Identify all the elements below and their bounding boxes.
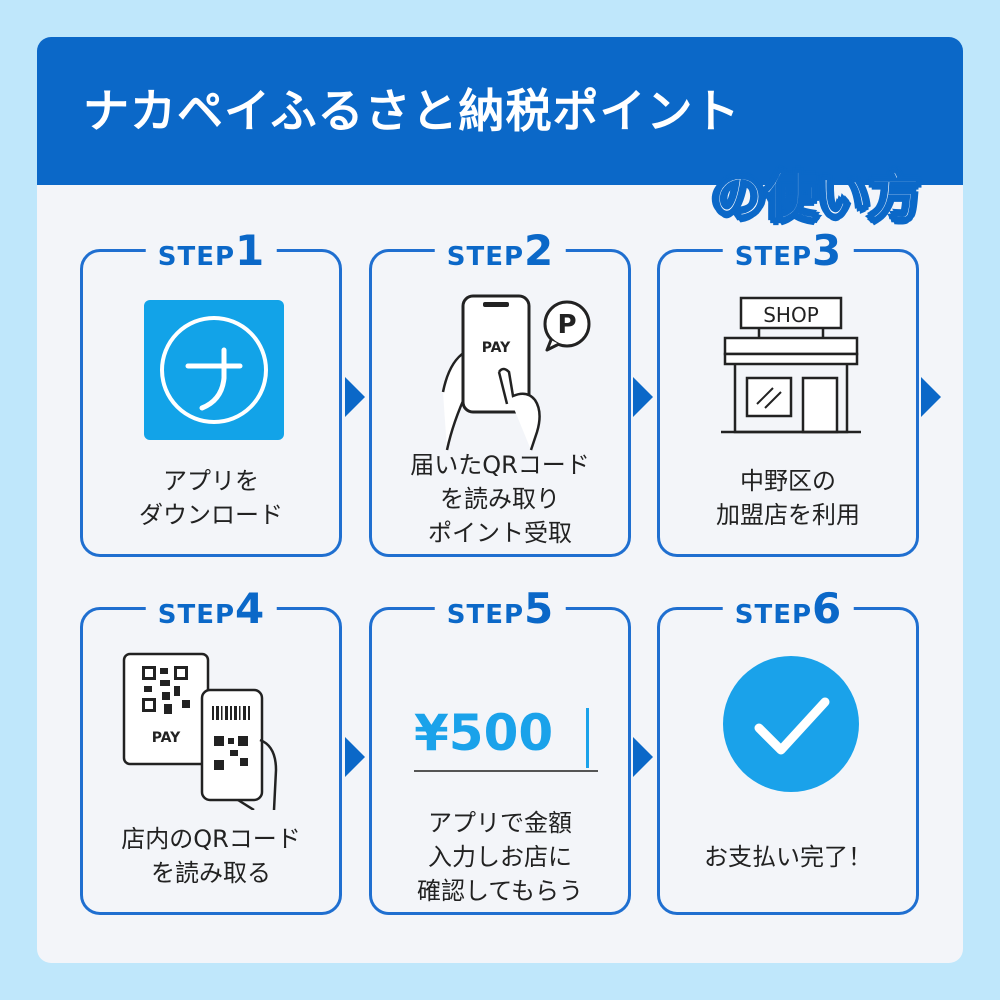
step-2-text: 届いたQRコード を読み取り ポイント受取	[410, 451, 590, 547]
page-subtitle: の使い方	[712, 167, 922, 229]
step-1-text: アプリを ダウンロード	[139, 467, 283, 529]
step-6-card: STEP6 お支払い完了！	[657, 586, 922, 915]
check-icon	[660, 650, 922, 810]
arrow-right-icon	[633, 377, 653, 417]
step-6-label: STEP6	[722, 586, 854, 641]
page-title: ナカペイふるさと納税ポイント	[83, 84, 741, 138]
point-icon: P	[557, 310, 576, 340]
step-4-card: STEP4 PAY	[80, 586, 345, 915]
amount-display: ¥500	[414, 704, 554, 762]
step-1-label: STEP1	[145, 228, 277, 283]
step-6-text: お支払い完了！	[704, 843, 872, 871]
step-4-text: 店内のQRコード を読み取る	[121, 825, 301, 887]
arrow-right-icon	[633, 737, 653, 777]
step-4-label: STEP4	[145, 586, 277, 641]
qr-scan-icon: PAY	[83, 650, 345, 810]
pay-text: PAY	[482, 340, 511, 356]
amount-underline	[414, 770, 598, 772]
phone-scan-icon: PAY P	[372, 292, 634, 452]
arrow-right-icon	[921, 377, 941, 417]
step-5-card: STEP5 ¥500 アプリで金額 入力しお店に 確認してもらう	[369, 586, 631, 915]
app-icon	[83, 292, 345, 452]
pay-text: PAY	[152, 730, 181, 746]
arrow-right-icon	[345, 377, 365, 417]
arrow-right-icon	[345, 737, 365, 777]
shop-icon: SHOP	[660, 292, 922, 452]
step-2-card: STEP2 PAY P 届いたQRコード を読み取り ポイント受取	[369, 228, 634, 557]
shop-sign: SHOP	[763, 303, 819, 327]
step-3-text: 中野区の 加盟店を利用	[716, 467, 860, 529]
step-3-label: STEP3	[722, 228, 854, 283]
step-3-card: STEP3 SHOP 中野区の 加盟店を利用	[657, 228, 922, 557]
step-5-text: アプリで金額 入力しお店に 確認してもらう	[416, 809, 584, 905]
step-2-label: STEP2	[434, 228, 566, 283]
title-banner: ナカペイふるさと納税ポイント	[37, 37, 963, 185]
howto-card: ナカペイふるさと納税ポイント の使い方 STEP1 アプリを ダウンロード ST…	[37, 37, 963, 963]
step-1-card: STEP1 アプリを ダウンロード	[80, 228, 345, 557]
step-5-label: STEP5	[434, 586, 566, 641]
text-cursor	[586, 708, 589, 768]
